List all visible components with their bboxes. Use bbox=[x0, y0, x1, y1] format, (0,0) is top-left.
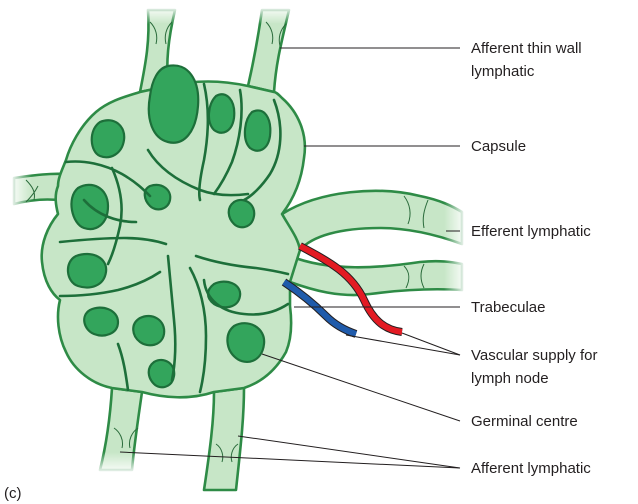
leader-vascular-supply-1 bbox=[346, 335, 460, 355]
follicle bbox=[229, 200, 254, 227]
label-vascular-supply-line1: Vascular supply for bbox=[471, 347, 597, 364]
label-capsule: Capsule bbox=[471, 138, 526, 155]
label-afferent-thin-wall-line1: Afferent thin wall bbox=[471, 40, 582, 57]
follicle bbox=[149, 360, 174, 387]
follicle bbox=[227, 323, 264, 362]
label-germinal-centre: Germinal centre bbox=[471, 413, 578, 430]
follicle bbox=[208, 282, 240, 308]
follicle bbox=[84, 308, 118, 336]
follicle bbox=[133, 316, 164, 345]
panel-letter: (c) bbox=[4, 485, 22, 502]
label-vascular-supply-line2: lymph node bbox=[471, 370, 549, 387]
leader-germinal-centre bbox=[262, 354, 460, 421]
label-trabeculae: Trabeculae bbox=[471, 299, 546, 316]
follicle bbox=[145, 185, 171, 209]
follicle bbox=[92, 120, 124, 157]
label-efferent-lymphatic: Efferent lymphatic bbox=[471, 223, 591, 240]
label-afferent-lymphatic: Afferent lymphatic bbox=[471, 460, 591, 477]
efferent-vessel-lower bbox=[290, 256, 462, 295]
follicle bbox=[149, 65, 198, 142]
afferent-vessel-bottom-right bbox=[204, 388, 244, 490]
label-afferent-thin-wall-line2: lymphatic bbox=[471, 63, 535, 80]
leader-vascular-supply-2 bbox=[402, 333, 460, 355]
efferent-vessel-upper bbox=[282, 191, 462, 250]
follicle bbox=[245, 110, 270, 150]
leader-afferent-2 bbox=[120, 452, 460, 468]
follicle bbox=[68, 254, 106, 287]
follicle bbox=[209, 94, 234, 132]
